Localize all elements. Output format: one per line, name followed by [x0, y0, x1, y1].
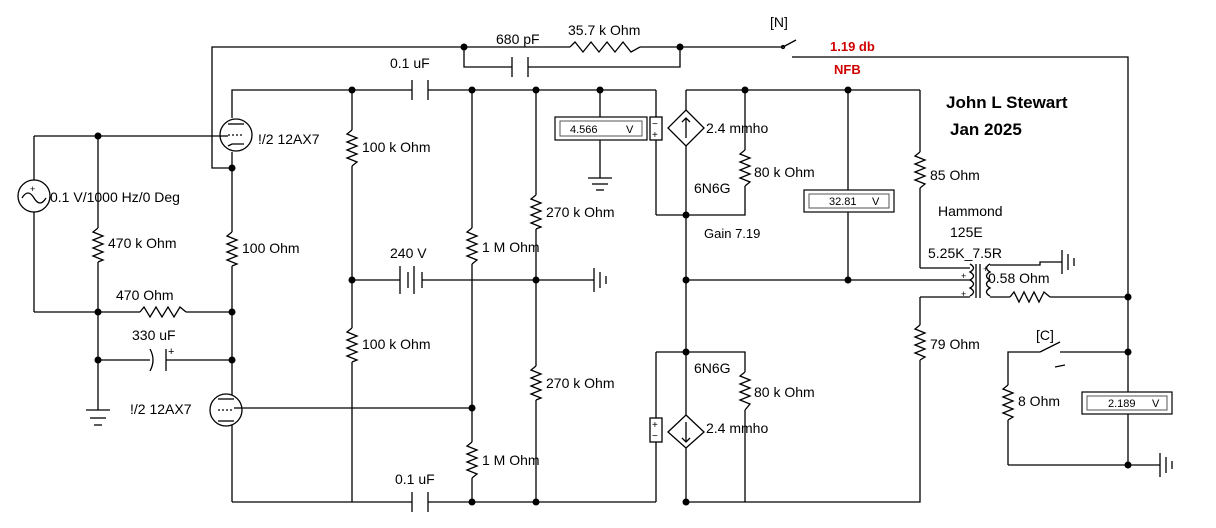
voltmeter-2-value: 32.81	[829, 196, 857, 208]
dependent-source-bottom: + −	[649, 414, 705, 449]
author-date: Jan 2025	[950, 120, 1022, 139]
label-01uf-bot: 0.1 uF	[395, 471, 435, 487]
resistor-470	[139, 305, 187, 319]
label-1m-top: 1 M Ohm	[482, 239, 540, 255]
voltmeter-2: 32.81 V	[803, 189, 895, 213]
battery-240v	[399, 266, 423, 294]
capacitor-680pf	[511, 57, 529, 77]
resistor-35k7	[569, 40, 641, 54]
capacitors: +	[149, 57, 529, 512]
svg-text:+: +	[652, 130, 658, 141]
resistor-470k	[91, 227, 105, 263]
resistors	[91, 40, 1051, 479]
resistor-79	[913, 324, 927, 361]
label-80k-bot: 80 k Ohm	[754, 384, 815, 400]
label-xfmr-model: 125E	[950, 224, 983, 240]
label-nfb: NFB	[834, 62, 861, 77]
label-switch-c: [C]	[1036, 327, 1054, 343]
voltmeter-1-value: 4.566	[570, 124, 598, 136]
wires	[33, 46, 1160, 503]
switch-n	[780, 39, 800, 58]
ground-speaker	[1159, 453, 1173, 477]
ac-source: +	[17, 179, 51, 213]
label-xfmr-make: Hammond	[938, 203, 1003, 219]
svg-text:+: +	[30, 184, 35, 194]
svg-text:+: +	[983, 264, 988, 274]
ground-left	[86, 409, 110, 426]
resistor-270k-top	[529, 194, 543, 230]
label-6n6g-bot: 6N6G	[694, 360, 731, 376]
resistor-100	[225, 231, 239, 267]
label-470k: 470 k Ohm	[108, 235, 176, 251]
label-330uf: 330 uF	[132, 327, 176, 343]
label-100k-bot: 100 k Ohm	[362, 336, 430, 352]
label-058: 0.58 Ohm	[988, 270, 1049, 286]
label-79: 79 Ohm	[930, 336, 980, 352]
capacitor-01uf-bot	[411, 492, 429, 512]
author-name: John L Stewart	[946, 93, 1068, 112]
switch-c	[1039, 341, 1066, 368]
label-tube-top: !/2 12AX7	[258, 131, 320, 147]
resistor-058	[1009, 290, 1051, 304]
label-100: 100 Ohm	[242, 240, 300, 256]
label-gm-bot: 2.4 mmho	[706, 420, 768, 436]
label-6n6g-top: 6N6G	[694, 180, 731, 196]
label-470: 470 Ohm	[116, 287, 174, 303]
resistor-80k-top	[738, 149, 752, 187]
resistor-1m-bot	[465, 441, 479, 479]
svg-text:+: +	[961, 271, 966, 281]
label-100k-top: 100 k Ohm	[362, 139, 430, 155]
resistor-100k-bot	[345, 327, 359, 363]
capacitor-330uf: +	[149, 346, 174, 372]
resistor-270k-bot	[529, 365, 543, 401]
voltmeter-1-unit: V	[626, 124, 634, 136]
ground-battery	[593, 268, 607, 292]
label-85: 85 Ohm	[930, 167, 980, 183]
labels: 680 pF 35.7 k Ohm [N] 1.19 db NFB John L…	[50, 14, 1068, 487]
resistor-85	[913, 151, 927, 189]
resistor-100k-top	[345, 129, 359, 167]
dependent-source-top: − +	[649, 109, 705, 147]
svg-text:+: +	[961, 289, 966, 299]
label-battery: 240 V	[390, 245, 427, 261]
voltmeter-2-unit: V	[872, 196, 880, 208]
label-gm-top: 2.4 mmho	[706, 120, 768, 136]
ground-transformer	[1061, 250, 1075, 274]
resistor-8	[1001, 384, 1015, 421]
label-270k-top: 270 k Ohm	[546, 204, 614, 220]
svg-text:+: +	[168, 346, 174, 358]
grounds	[86, 177, 1173, 477]
voltmeter-1: 4.566 V	[554, 116, 648, 141]
label-gain: Gain 7.19	[704, 226, 760, 241]
resistor-1m-top	[465, 227, 479, 265]
label-80k-top: 80 k Ohm	[754, 164, 815, 180]
label-1m-bot: 1 M Ohm	[482, 452, 540, 468]
voltmeter-3-value: 2.189	[1108, 398, 1136, 410]
label-01uf-top: 0.1 uF	[390, 55, 430, 71]
label-switch-n: [N]	[770, 14, 788, 30]
svg-text:−: −	[652, 119, 658, 130]
triode-bottom	[209, 393, 243, 427]
voltmeter-3-unit: V	[1152, 398, 1160, 410]
capacitor-01uf-top	[411, 80, 429, 100]
svg-text:−: −	[652, 431, 658, 442]
resistor-80k-bot	[738, 371, 752, 411]
label-tube-bot: !/2 12AX7	[130, 401, 192, 417]
label-xfmr-ratio: 5.25K_7.5R	[928, 245, 1002, 261]
triode-top	[219, 118, 253, 152]
ground-meter1	[588, 177, 612, 191]
label-8: 8 Ohm	[1018, 393, 1060, 409]
label-source: 0.1 V/1000 Hz/0 Deg	[50, 189, 180, 205]
svg-text:+: +	[652, 420, 658, 431]
label-270k-bot: 270 k Ohm	[546, 375, 614, 391]
label-680pf: 680 pF	[496, 31, 540, 47]
output-transformer: + + +	[961, 263, 992, 299]
junctions	[94, 43, 1132, 506]
label-nfb-gain: 1.19 db	[830, 39, 875, 54]
label-35k7: 35.7 k Ohm	[568, 22, 640, 38]
voltmeter-3: 2.189 V	[1081, 391, 1173, 415]
